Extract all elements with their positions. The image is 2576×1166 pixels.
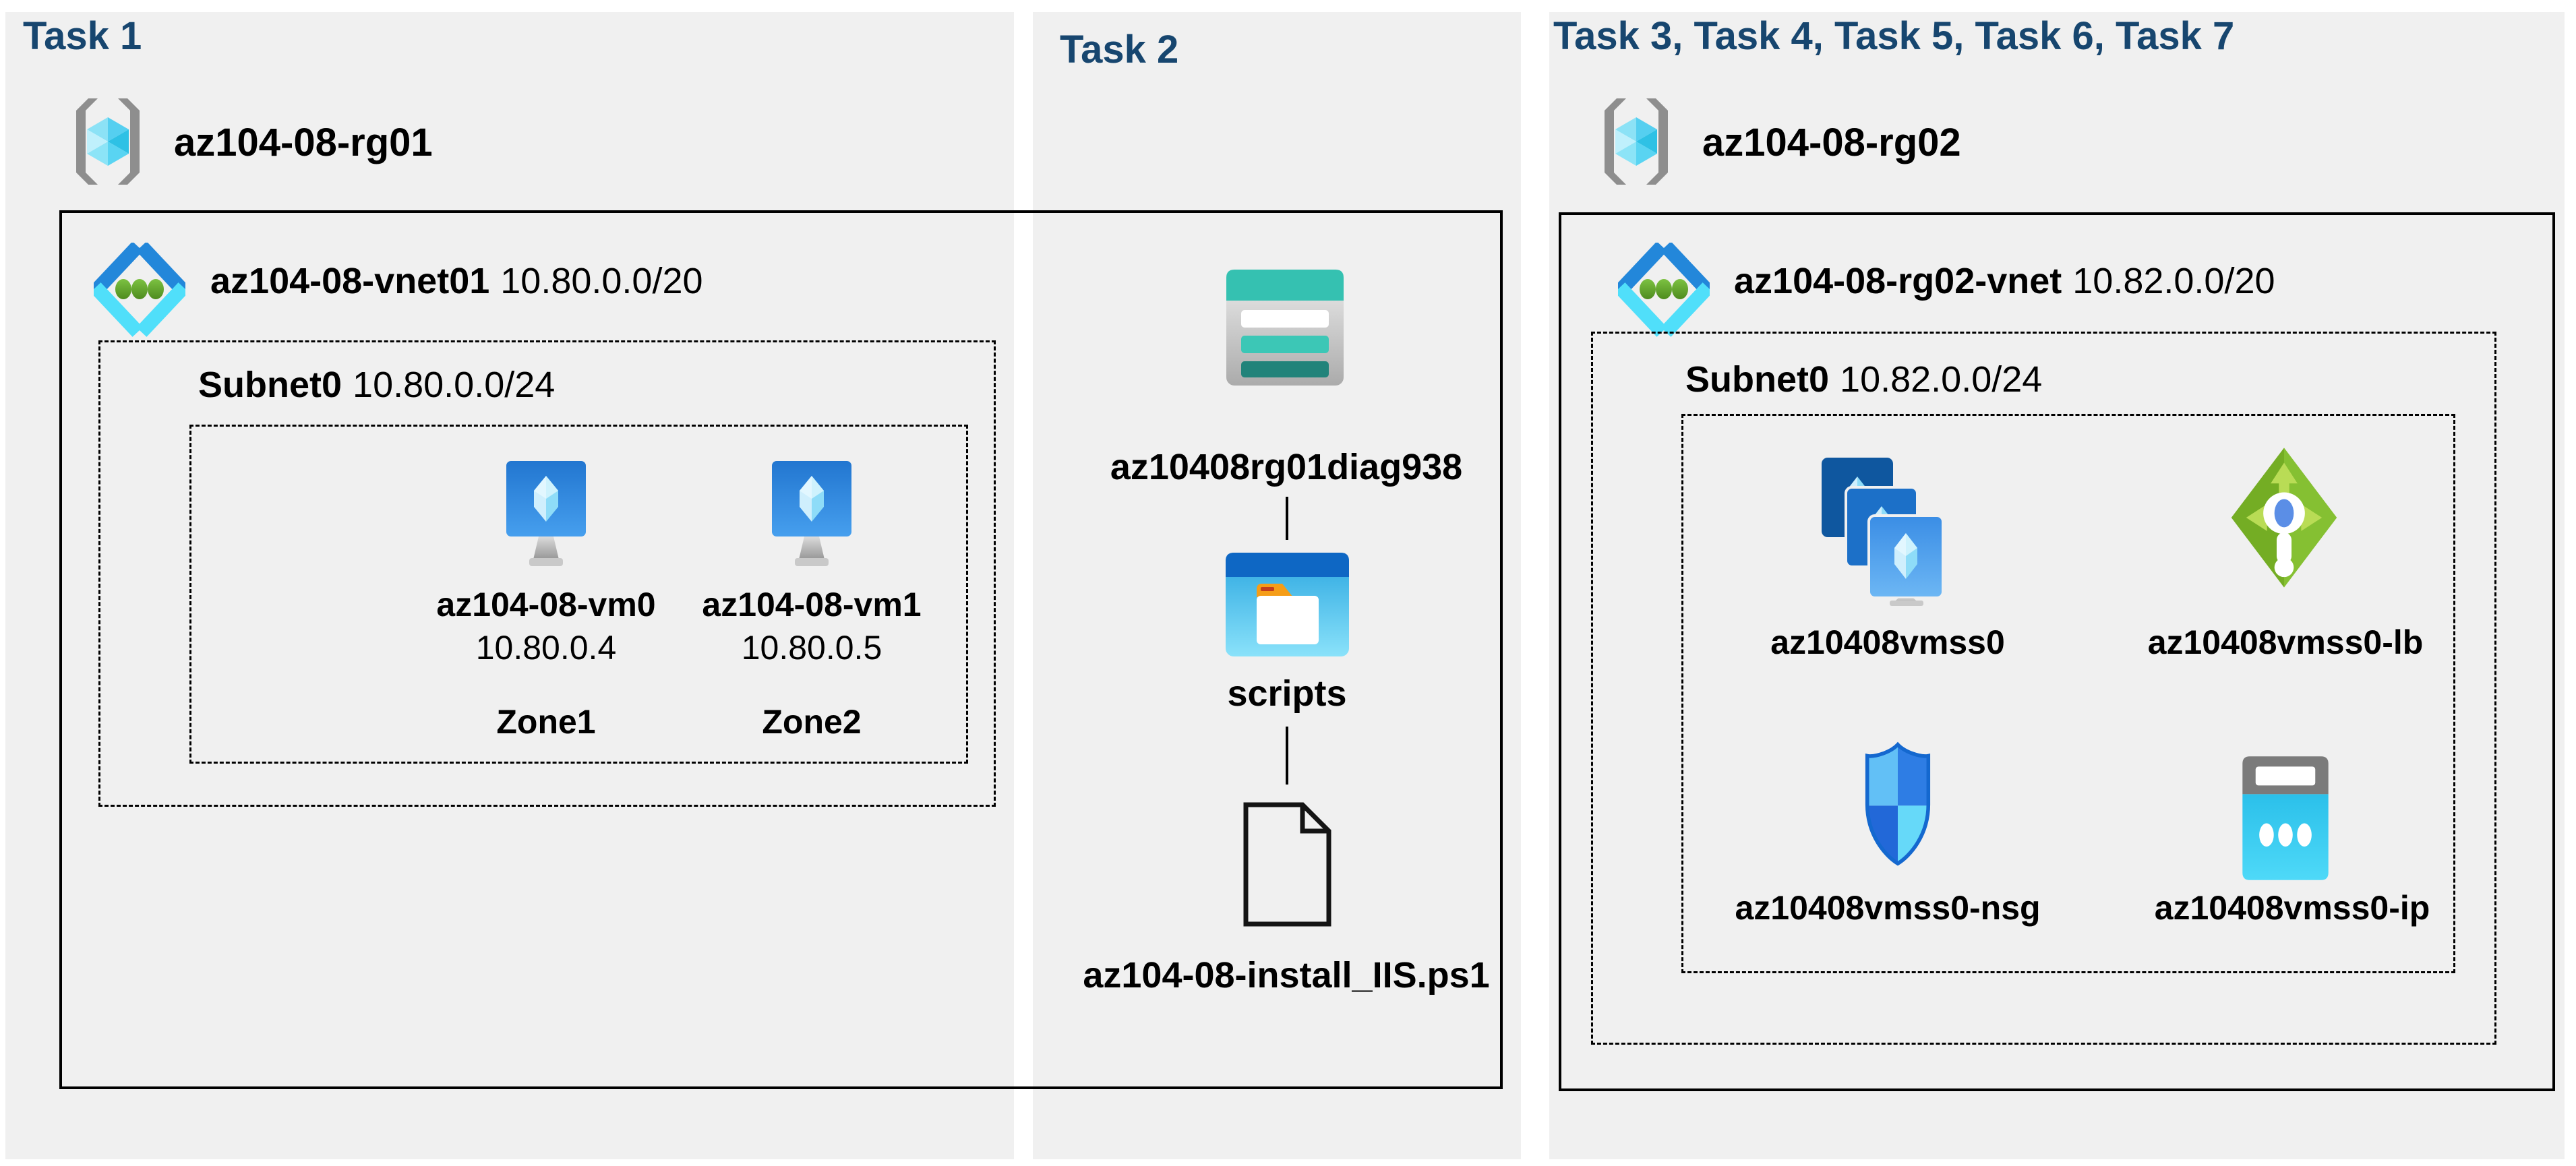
virtual-network-icon (94, 243, 185, 337)
storage-account-name: az10408rg01diag938 (1110, 447, 1463, 487)
task2-header: Task 2 (1060, 28, 1179, 71)
subnet2-name: Subnet0 (1685, 359, 1830, 400)
resource-group2-name: az104-08-rg02 (1702, 121, 1961, 164)
load-balancer-icon (2225, 445, 2343, 590)
vm0-name: az104-08-vm0 (436, 586, 656, 623)
connector-storage-scripts (1286, 497, 1288, 540)
resource-group-name: az104-08-rg01 (174, 121, 433, 164)
task3-panel (1549, 12, 2565, 1159)
task1-panel (5, 12, 1014, 1159)
vnet2-name: az104-08-rg02-vnet (1734, 261, 2062, 301)
virtual-machine-icon (501, 461, 591, 570)
vm0-zone: Zone1 (496, 703, 596, 741)
public-ip-name: az10408vmss0-ip (2154, 889, 2430, 927)
virtual-network-icon (1618, 243, 1710, 337)
subnet1-name: Subnet0 (198, 365, 342, 405)
vnet2-cidr: 10.82.0.0/20 (2072, 261, 2275, 301)
vmss-group-box (1681, 414, 2455, 973)
subnet2-cidr: 10.82.0.0/24 (1840, 359, 2043, 400)
task3-header: Task 3, Task 4, Task 5, Task 6, Task 7 (1553, 14, 2235, 58)
resource-group-icon (1591, 94, 1681, 189)
virtual-machine-icon (767, 461, 857, 570)
vmss-name: az10408vmss0 (1770, 623, 2005, 661)
subnet1-cidr: 10.80.0.0/24 (353, 365, 556, 405)
container-name: scripts (1227, 673, 1347, 714)
vnet1-name: az104-08-vnet01 (210, 261, 490, 301)
vm1-ip: 10.80.0.5 (741, 629, 882, 667)
subnet1-box (98, 340, 996, 807)
vm-scale-set-icon (1820, 456, 1945, 606)
document-icon (1240, 802, 1334, 927)
script-file-name: az104-08-install_IIS.ps1 (1083, 955, 1490, 995)
rg02-boundary-box (1559, 212, 2555, 1091)
folder-window-icon (1226, 553, 1349, 656)
task1-header: Task 1 (23, 14, 142, 58)
subnet1-label: Subnet0 10.80.0.0/24 (198, 364, 555, 406)
vnet1-cidr: 10.80.0.0/20 (500, 261, 703, 301)
nsg-name: az10408vmss0-nsg (1735, 889, 2041, 927)
public-ip-icon (2240, 756, 2331, 880)
storage-account-icon (1224, 270, 1346, 386)
vm-group-box (189, 425, 968, 764)
shield-icon (1855, 741, 1940, 867)
load-balancer-name: az10408vmss0-lb (2147, 623, 2424, 661)
subnet2-box (1591, 332, 2496, 1045)
connector-scripts-file (1286, 727, 1288, 785)
vm0-ip: 10.80.0.4 (475, 629, 617, 667)
deployment-boundary-box (59, 210, 1503, 1089)
vm1-name: az104-08-vm1 (702, 586, 922, 623)
vm1-zone: Zone2 (762, 703, 862, 741)
resource-group-icon (63, 94, 153, 189)
